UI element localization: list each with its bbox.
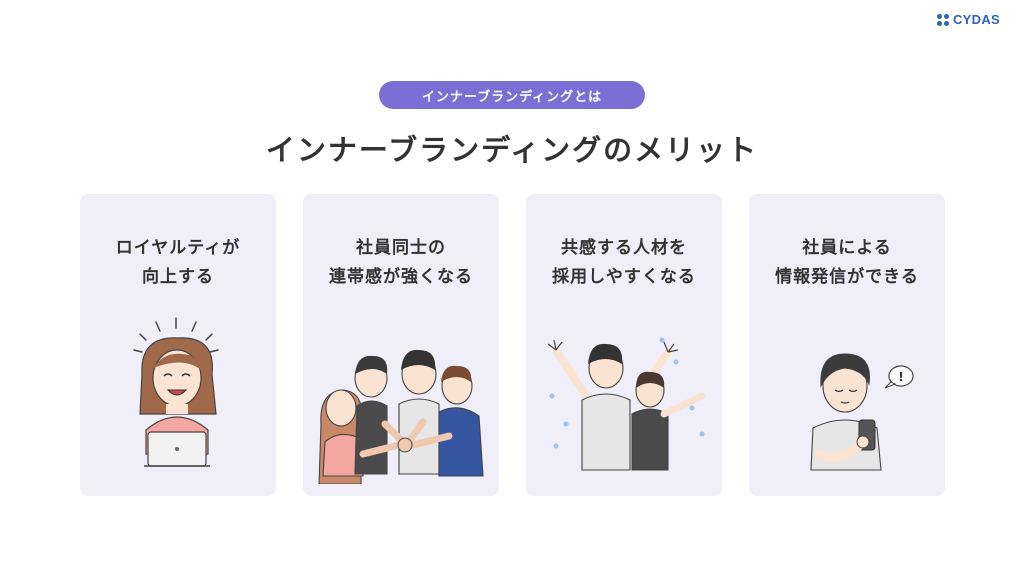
- page-title: インナーブランディングのメリット: [265, 133, 759, 167]
- card-caption: 共感する人材を 採用しやすくなる: [552, 238, 696, 287]
- card-caption: 社員同士の 連帯感が強くなる: [329, 238, 473, 287]
- cheering-people-icon: [547, 337, 706, 471]
- card-caption: 社員による 情報発信ができる: [775, 238, 919, 287]
- merit-card-info-sharing: 社員による 情報発信ができる !: [749, 194, 945, 496]
- man-smartphone-icon: !: [810, 353, 914, 471]
- merit-card-recruiting: 共感する人材を 採用しやすくなる: [526, 194, 722, 496]
- team-hands-icon: [318, 349, 484, 484]
- merit-card-solidarity: 社員同士の 連帯感が強くなる: [303, 194, 499, 496]
- speech-bubble-icon: !: [884, 365, 914, 389]
- merit-card-loyalty: ロイヤルティが 向上する: [80, 194, 276, 496]
- brand-name: CYDAS: [952, 12, 1000, 27]
- card-caption: ロイヤルティが 向上する: [115, 238, 241, 287]
- woman-laptop-icon: [133, 317, 219, 467]
- cydas-logo-icon: [936, 13, 949, 26]
- exclamation-text: !: [898, 370, 903, 384]
- brand-logo: CYDAS: [936, 12, 1000, 27]
- section-badge: インナーブランディングとは: [379, 81, 645, 109]
